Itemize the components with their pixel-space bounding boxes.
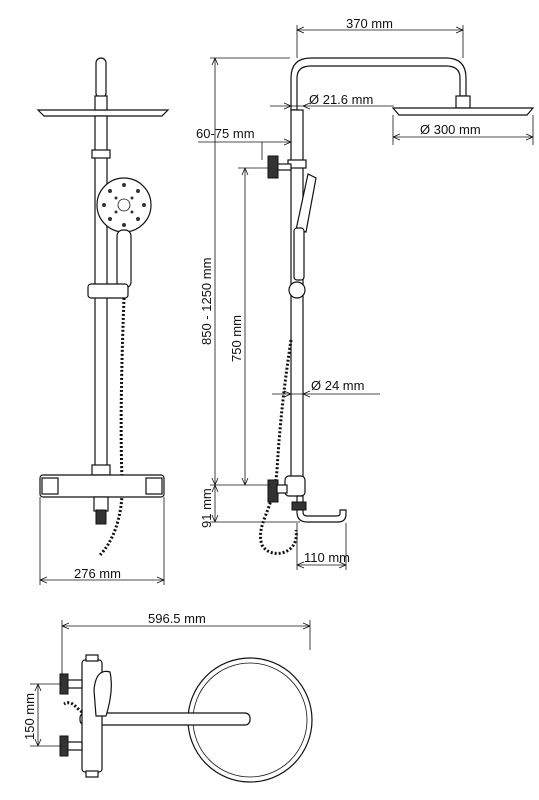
side-wall-knob [267, 155, 279, 179]
front-view: 276 mm [36, 57, 170, 585]
pipe-diameter-top-label: Ø 21.6 mm [309, 92, 373, 107]
top-rain-arm [79, 712, 251, 726]
hand-shower-handle [116, 229, 132, 289]
front-rain-head [36, 109, 170, 117]
top-hand-shower [93, 670, 112, 717]
front-hose-connector [95, 509, 107, 525]
side-view: 370 mm Ø 21.6 mm Ø 300 mm 60-75 mm 850 -… [196, 16, 535, 570]
overall-depth-label: 596.5 mm [148, 611, 206, 626]
front-outlet-connector [93, 496, 109, 512]
side-slider-holder [288, 281, 306, 299]
front-pipe-coupling-bottom [91, 464, 111, 476]
top-shower-hose [63, 701, 83, 714]
side-mixer-body [284, 475, 306, 497]
top-view: 596.5 mm 150 mm [22, 611, 313, 783]
front-rain-arm [95, 57, 107, 99]
wall-spacing-label: 150 mm [22, 693, 37, 740]
top-mixer-cap-top [85, 654, 99, 662]
side-mixer-connector [276, 484, 288, 494]
connection-spacing-label: 60-75 mm [196, 126, 255, 141]
hand-shower-nozzles [102, 183, 146, 227]
front-rain-connector [94, 95, 108, 111]
front-mixer-knob-left [41, 477, 59, 495]
top-mixer-cap-bottom [85, 770, 99, 778]
front-mixer-knob-right [145, 477, 163, 495]
side-bath-spout [296, 495, 347, 523]
side-hand-shower-handle [293, 227, 305, 281]
mixer-width-label: 276 mm [74, 566, 121, 581]
front-shower-hose [98, 297, 126, 557]
side-spout-outlet [291, 501, 307, 511]
rain-arm-length-label: 370 mm [346, 16, 393, 31]
bar-height-label: 750 mm [229, 315, 244, 362]
rain-head-diameter-label: Ø 300 mm [420, 122, 481, 137]
front-pipe-coupling-top [91, 149, 111, 159]
total-height-label: 850 - 1250 mm [199, 258, 214, 345]
pipe-diameter-bottom-label: Ø 24 mm [311, 378, 364, 393]
side-rain-head [391, 107, 535, 116]
side-wall-connector [276, 163, 292, 171]
spout-length-label: 110 mm [304, 550, 350, 565]
side-rain-connector [455, 95, 471, 109]
hand-shower-center [117, 198, 131, 212]
mixer-height-label: 91 mm [199, 488, 214, 528]
slider-holder [87, 283, 129, 299]
side-shower-hose [259, 339, 298, 555]
